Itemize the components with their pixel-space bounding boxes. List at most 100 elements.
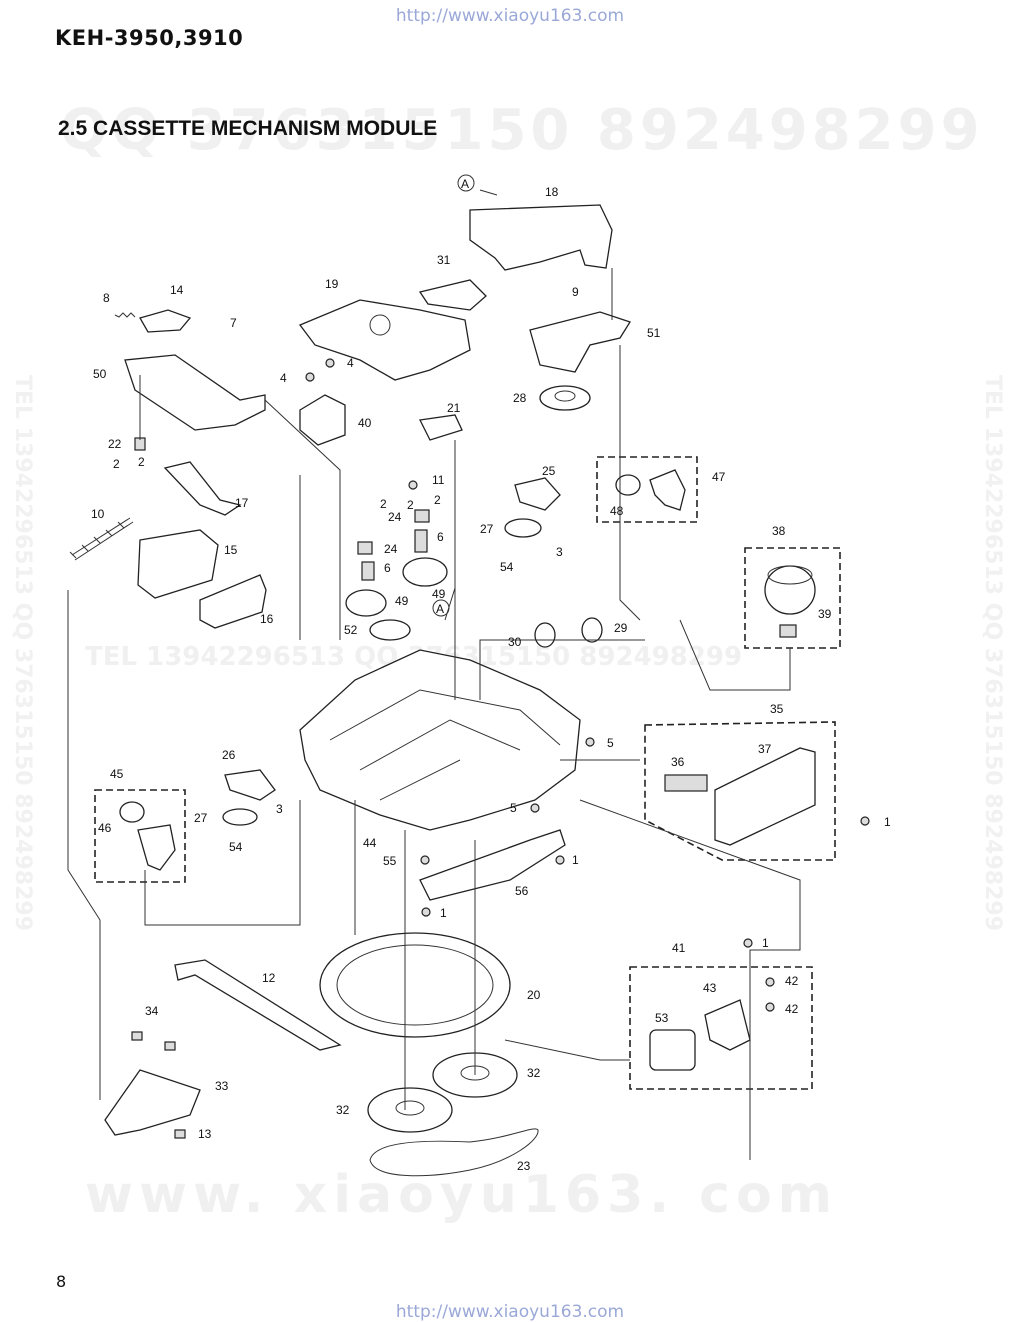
callout-33: 33 [215, 1079, 229, 1093]
callout-36: 36 [671, 755, 685, 769]
callout-12: 12 [262, 971, 276, 985]
callout-13: 13 [198, 1127, 212, 1141]
assembly-38-box [744, 547, 841, 649]
screw-4-b [325, 358, 335, 368]
part-26 [224, 769, 276, 801]
callout-40: 40 [358, 416, 372, 430]
part-56-plate [419, 829, 566, 901]
callout-53: 53 [655, 1011, 669, 1025]
part-49-gear-b [345, 589, 387, 617]
part-20-ring-gear [319, 932, 511, 1038]
callout-5-b: 5 [510, 801, 517, 815]
callout-15: 15 [224, 543, 238, 557]
screw-55 [420, 855, 430, 865]
callout-27-a: 27 [480, 522, 494, 536]
screw-5-b [530, 803, 540, 813]
part-34-switch-b [164, 1041, 176, 1051]
section-title: 2.5 CASSETTE MECHANISM MODULE [58, 117, 438, 140]
part-10-spring [69, 517, 134, 561]
callout-17: 17 [235, 496, 249, 510]
callout-49-a: 49 [432, 587, 446, 601]
source-url-bottom[interactable]: http://www.xiaoyu163.com [395, 1302, 625, 1322]
callout-10: 10 [91, 507, 105, 521]
callout-5-a: 5 [607, 736, 614, 750]
part-31 [418, 279, 487, 311]
callout-18: 18 [545, 185, 559, 199]
part-12-flex-cable [174, 959, 342, 1051]
part-48-roller [615, 474, 641, 496]
screw-1-d [743, 938, 753, 948]
part-29 [581, 617, 603, 643]
callout-25: 25 [542, 464, 556, 478]
part-14 [139, 309, 192, 333]
part-8-spring [114, 312, 136, 318]
part-19-hole [369, 314, 391, 336]
part-21 [419, 414, 463, 441]
part-30 [534, 622, 556, 648]
callout-6-b: 6 [384, 561, 391, 575]
callout-55: 55 [383, 854, 397, 868]
callout-1-a: 1 [572, 853, 579, 867]
part-11-screw [408, 480, 418, 490]
callout-34: 34 [145, 1004, 159, 1018]
callout-2-d: 2 [138, 455, 145, 469]
callout-51: 51 [647, 326, 661, 340]
callout-41: 41 [672, 941, 686, 955]
part-49-gear [402, 557, 448, 587]
part-16 [199, 574, 267, 629]
callout-4-b: 4 [347, 356, 354, 370]
part-33-pcb [104, 1069, 201, 1136]
part-23-belt [369, 1128, 539, 1177]
callout-47: 47 [712, 470, 726, 484]
part-15-slide [137, 529, 219, 599]
callout-2-e: 2 [407, 498, 414, 512]
callout-19: 19 [325, 277, 339, 291]
callout-23: 23 [517, 1159, 531, 1173]
callout-38: 38 [772, 524, 786, 538]
source-url-top[interactable]: http://www.xiaoyu163.com [395, 6, 625, 26]
screw-42-b [765, 1002, 775, 1012]
screw-42-a [765, 977, 775, 987]
callout-35: 35 [770, 702, 784, 716]
part-28-gear [539, 385, 591, 411]
callout-26: 26 [222, 748, 236, 762]
callout-42-a: 42 [785, 974, 799, 988]
callout-9: 9 [572, 285, 579, 299]
callout-32-b: 32 [336, 1103, 350, 1117]
callout-54-b: 54 [229, 840, 243, 854]
callout-11: 11 [432, 473, 445, 487]
callout-49-b: 49 [395, 594, 409, 608]
part-51-bracket [529, 311, 631, 373]
part-37-pcb [714, 747, 816, 846]
callout-30: 30 [508, 635, 522, 649]
part-27-gear [504, 518, 542, 538]
callout-1-d: 1 [762, 936, 769, 950]
screw-5-a [585, 737, 595, 747]
part-18-bracket [469, 204, 613, 271]
callout-22: 22 [108, 437, 122, 451]
part-36-connector [664, 774, 708, 792]
callout-8: 8 [103, 291, 110, 305]
screw-1-c [421, 907, 431, 917]
callout-56: 56 [515, 884, 529, 898]
callout-20: 20 [527, 988, 541, 1002]
callout-16: 16 [260, 612, 274, 626]
callout-37: 37 [758, 742, 772, 756]
screw-4-a [305, 372, 315, 382]
part-19-frame [298, 299, 471, 381]
callout-14: 14 [170, 283, 184, 297]
callout-4-a: 4 [280, 371, 287, 385]
part-24-collar [414, 509, 430, 523]
callout-46: 46 [98, 821, 112, 835]
screw-1-b [555, 855, 565, 865]
callout-2-b: 2 [434, 493, 441, 507]
page-number: 8 [56, 1272, 67, 1291]
callout-52: 52 [344, 623, 358, 637]
callout-32-a: 32 [527, 1066, 541, 1080]
part-25 [514, 477, 561, 511]
part-main-chassis [299, 649, 581, 831]
part-27-gear-b [222, 808, 258, 826]
callout-45: 45 [110, 767, 124, 781]
callout-A-2: A [436, 602, 444, 616]
